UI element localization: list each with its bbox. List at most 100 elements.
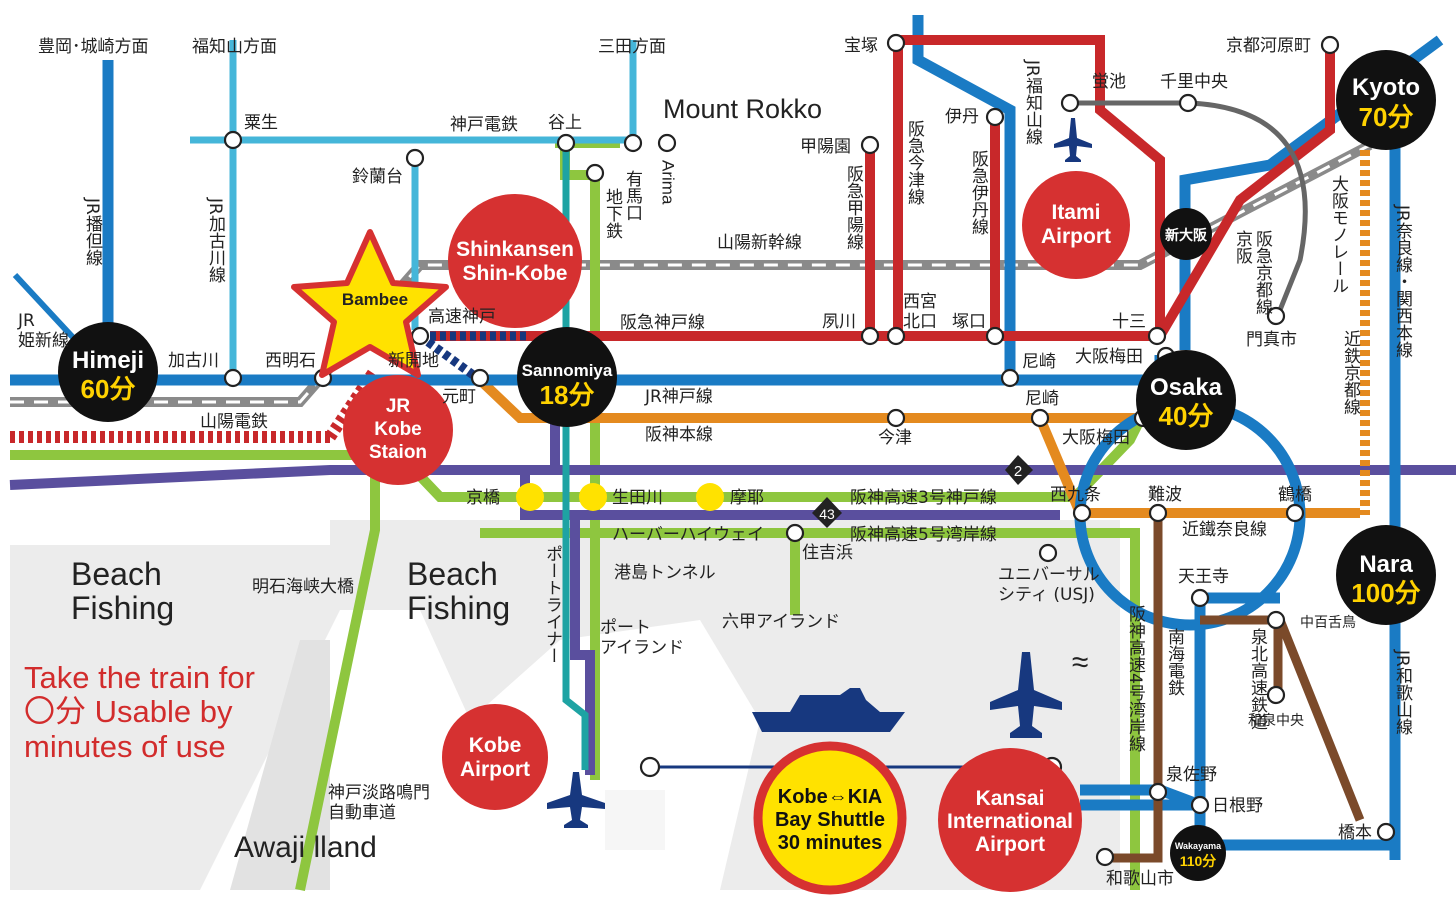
svg-text:中百舌鳥: 中百舌鳥 (1300, 615, 1356, 631)
svg-text:2: 2 (1014, 463, 1022, 480)
svg-text:姫新線: 姫新線 (18, 331, 69, 351)
svg-text:京橋: 京橋 (466, 488, 500, 508)
svg-text:地下鉄: 地下鉄 (602, 188, 623, 239)
svg-text:Fishing: Fishing (71, 590, 174, 626)
svg-text:塚口: 塚口 (952, 312, 986, 332)
svg-text:和泉中央: 和泉中央 (1248, 712, 1304, 729)
svg-text:30 minutes: 30 minutes (778, 832, 882, 854)
svg-text:JR福知山線: JR福知山線 (1022, 59, 1043, 145)
svg-text:住吉浜: 住吉浜 (802, 543, 853, 563)
hub-bay-shuttle[interactable]: Kobe⇔KIA Bay Shuttle 30 minutes (753, 741, 907, 895)
svg-text:70分: 70分 (1359, 102, 1414, 132)
svg-text:西明石: 西明石 (265, 351, 316, 371)
hub-kobe-airport[interactable]: Kobe Airport (442, 704, 548, 810)
hub-sannomiya[interactable]: Sannomiya 18分 (517, 327, 617, 427)
hub-wakayama[interactable]: Wakayama 110分 (1170, 825, 1226, 881)
svg-text:和歌山市: 和歌山市 (1106, 869, 1174, 889)
svg-text:ユニバーサル: ユニバーサル (998, 565, 1100, 585)
svg-text:鶴橋: 鶴橋 (1278, 485, 1312, 505)
svg-text:Airport: Airport (460, 758, 530, 781)
svg-text:ポート: ポート (600, 618, 651, 638)
airplane-icon (1054, 118, 1092, 162)
svg-text:元町: 元町 (442, 387, 476, 407)
svg-text:Fishing: Fishing (407, 590, 510, 626)
svg-text:新大阪: 新大阪 (1165, 227, 1208, 243)
svg-text:Beach: Beach (71, 556, 162, 592)
route-43-shield: 43 (812, 497, 842, 528)
svg-text:Bay Shuttle: Bay Shuttle (775, 809, 885, 831)
svg-text:豊岡･城崎方面: 豊岡･城崎方面 (38, 37, 149, 57)
svg-text:JR神戸線: JR神戸線 (644, 387, 713, 407)
svg-text:甲陽園: 甲陽園 (800, 137, 851, 157)
hub-shinkansen[interactable]: Shinkansen Shin-Kobe (448, 194, 582, 328)
svg-text:阪急伊丹線: 阪急伊丹線 (968, 150, 989, 235)
svg-text:今津: 今津 (878, 428, 912, 448)
bambee-star-icon[interactable]: Bambee (291, 229, 449, 378)
svg-text:JR: JR (386, 396, 411, 417)
svg-text:谷上: 谷上 (548, 113, 582, 133)
svg-text:粟生: 粟生 (244, 113, 278, 133)
svg-text:43: 43 (819, 506, 835, 522)
svg-text:シティ (USJ): シティ (USJ) (998, 585, 1095, 605)
svg-text:アイランド: アイランド (600, 638, 684, 658)
svg-text:高速神戸: 高速神戸 (428, 307, 496, 327)
ship-icon (752, 688, 905, 732)
svg-text:40分: 40分 (1159, 401, 1214, 431)
svg-text:尼崎: 尼崎 (1025, 389, 1059, 409)
svg-text:阪急神戸線: 阪急神戸線 (620, 313, 705, 333)
svg-text:加古川: 加古川 (168, 351, 219, 371)
hub-kix[interactable]: Kansai International Airport (938, 748, 1082, 892)
svg-text:Take the train for: Take the train for (24, 660, 255, 695)
svg-text:International: International (947, 810, 1073, 833)
hub-itami-airport[interactable]: Itami Airport (1022, 171, 1130, 279)
svg-text:阪急今津線: 阪急今津線 (904, 120, 925, 205)
svg-text:阪急京都線: 阪急京都線 (1252, 230, 1273, 315)
route-2-shield: 2 (1005, 455, 1033, 485)
svg-text:鈴蘭台: 鈴蘭台 (352, 167, 403, 187)
svg-text:JR: JR (17, 311, 35, 331)
svg-text:西宮: 西宮 (903, 292, 937, 312)
svg-text:伊丹: 伊丹 (945, 107, 979, 127)
station-labels: 粟生 鈴蘭台 神戸電鉄 谷上 宝塚 甲陽園 伊丹 蛍池 千里中央 京都河原町 加… (168, 36, 1372, 889)
hub-himeji[interactable]: Himeji 60分 (58, 322, 158, 422)
svg-text:Airport: Airport (1041, 225, 1111, 248)
svg-text:60分: 60分 (81, 374, 136, 404)
svg-text:蛍池: 蛍池 (1092, 72, 1126, 92)
shinkansen-line (10, 140, 1373, 407)
svg-text:大阪モノレール: 大阪モノレール (1328, 175, 1349, 294)
svg-text:自動車道: 自動車道 (328, 803, 396, 823)
hub-kobe-station[interactable]: JR Kobe Staion (343, 375, 453, 485)
svg-text:西九条: 西九条 (1050, 485, 1101, 505)
hub-osaka[interactable]: Osaka 40分 (1136, 350, 1236, 450)
svg-text:北口: 北口 (903, 312, 937, 332)
svg-text:阪神高速3号神戸線: 阪神高速3号神戸線 (850, 488, 997, 508)
svg-text:Himeji: Himeji (72, 347, 144, 374)
svg-text:大阪梅田: 大阪梅田 (1075, 347, 1143, 367)
svg-text:Nara: Nara (1359, 551, 1413, 578)
line-labels: 山陽新幹線 阪急神戸線 JR神戸線 阪神本線 山陽電鉄 JR 姫新線 ハーバーハ… (17, 232, 1267, 545)
svg-text:京阪: 京阪 (1232, 230, 1253, 264)
svg-text:十三: 十三 (1112, 312, 1146, 332)
svg-text:千里中央: 千里中央 (1160, 72, 1228, 92)
airplane-icon (547, 772, 605, 828)
svg-text:Awaji lland: Awaji lland (234, 831, 377, 864)
svg-text:阪神本線: 阪神本線 (645, 425, 713, 445)
hub-shinosaka[interactable]: 新大阪 (1160, 208, 1212, 260)
svg-text:阪神高速5号湾岸線: 阪神高速5号湾岸線 (850, 525, 997, 545)
airplane-icon (990, 652, 1062, 738)
svg-text:Shinkansen: Shinkansen (456, 238, 574, 261)
svg-text:神戸淡路鳴門: 神戸淡路鳴門 (328, 783, 430, 803)
svg-text:〇分 Usable by: 〇分 Usable by (24, 694, 233, 729)
svg-text:Itami: Itami (1051, 201, 1100, 224)
svg-text:JR和歌山線: JR和歌山線 (1392, 649, 1413, 735)
svg-text:Kobe: Kobe (374, 419, 422, 440)
hub-kyoto[interactable]: Kyoto 70分 (1336, 50, 1436, 150)
hub-nara[interactable]: Nara 100分 (1336, 525, 1436, 625)
svg-text:明石海峡大橋: 明石海峡大橋 (252, 577, 354, 597)
svg-text:泉北高速鉄道: 泉北高速鉄道 (1247, 628, 1268, 730)
svg-text:ハーバーハイウェイ: ハーバーハイウェイ (612, 525, 764, 545)
svg-text:六甲アイランド: 六甲アイランド (722, 612, 840, 632)
svg-text:大阪梅田: 大阪梅田 (1062, 428, 1130, 448)
svg-text:京都河原町: 京都河原町 (1226, 36, 1311, 56)
